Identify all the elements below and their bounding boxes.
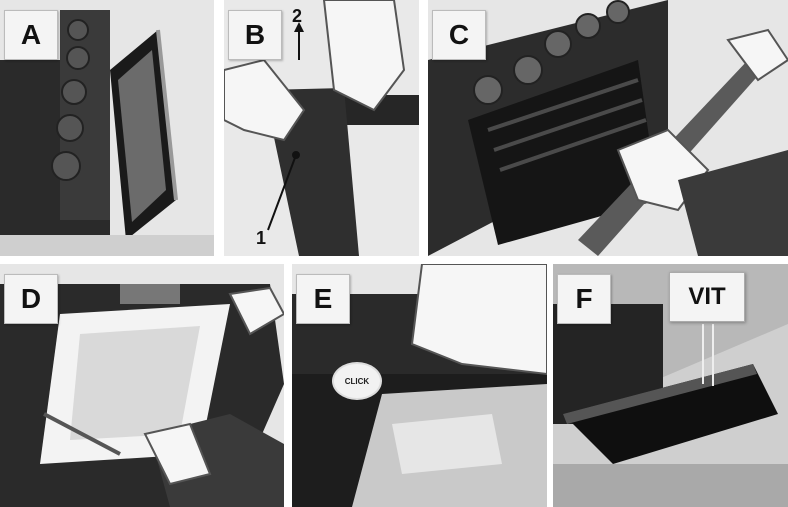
panel-c-label: C <box>432 10 486 60</box>
step-marker-1: 1 <box>256 228 266 249</box>
panel-b-label: B <box>228 10 282 60</box>
step-marker-2: 2 <box>292 6 302 27</box>
detail-inset <box>120 284 180 304</box>
panel-e-label: E <box>296 274 350 324</box>
panel-d-label: D <box>4 274 58 324</box>
panel-b: B 2 1 <box>224 0 419 256</box>
panel-c: C <box>428 0 788 256</box>
click-badge: CLICK <box>334 364 380 398</box>
panel-f-label: F <box>557 274 611 324</box>
panel-e: E CLICK <box>292 264 547 507</box>
panel-a-label: A <box>4 10 58 60</box>
panel-d: D <box>0 264 284 507</box>
vit-callout: VIT <box>669 272 745 322</box>
panel-f: F VIT <box>553 264 788 507</box>
panel-a: A <box>0 0 214 256</box>
